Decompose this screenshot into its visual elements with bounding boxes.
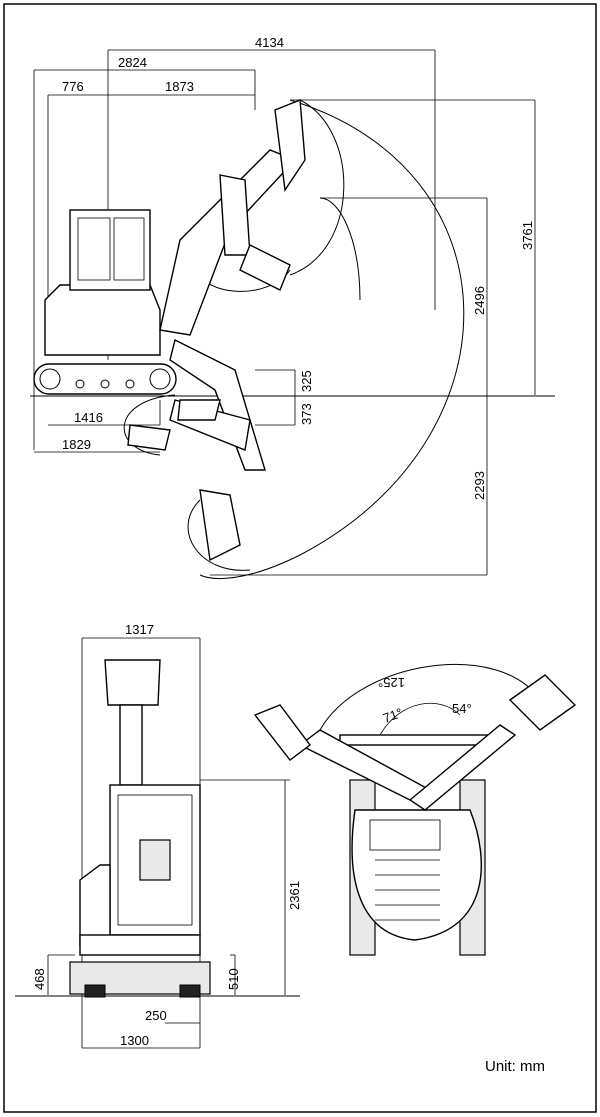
dim-cab-to-arm: 1873 bbox=[165, 79, 194, 94]
dim-boom-width: 1317 bbox=[125, 622, 154, 637]
dim-overall-width: 1300 bbox=[120, 1033, 149, 1048]
top-view bbox=[253, 664, 577, 956]
unit-label: Unit: mm bbox=[485, 1058, 545, 1075]
front-view bbox=[15, 637, 300, 1049]
drawing-border bbox=[3, 3, 597, 1113]
dim-tail-offset: 776 bbox=[62, 79, 84, 94]
dim-blade-height: 510 bbox=[226, 968, 241, 990]
dim-track-height: 468 bbox=[32, 968, 47, 990]
dim-overall-reach: 4134 bbox=[255, 35, 284, 50]
side-view bbox=[30, 49, 555, 579]
angle-right-offset: 54° bbox=[452, 701, 472, 716]
angle-swing: 125° bbox=[378, 675, 405, 690]
dim-blade-drop: 373 bbox=[299, 403, 314, 425]
dim-reach-to-cab: 2824 bbox=[118, 55, 147, 70]
dim-dig-depth: 2293 bbox=[472, 471, 487, 500]
dim-track-length: 1416 bbox=[74, 410, 103, 425]
dim-overall-length: 1829 bbox=[62, 437, 91, 452]
angle-left-offset: 71° bbox=[381, 705, 405, 726]
dim-overall-height: 2361 bbox=[287, 881, 302, 910]
dim-dump-height: 2496 bbox=[472, 286, 487, 315]
dim-blade-lift: 325 bbox=[299, 370, 314, 392]
dim-max-height: 3761 bbox=[520, 221, 535, 250]
dim-track-width: 250 bbox=[145, 1008, 167, 1023]
